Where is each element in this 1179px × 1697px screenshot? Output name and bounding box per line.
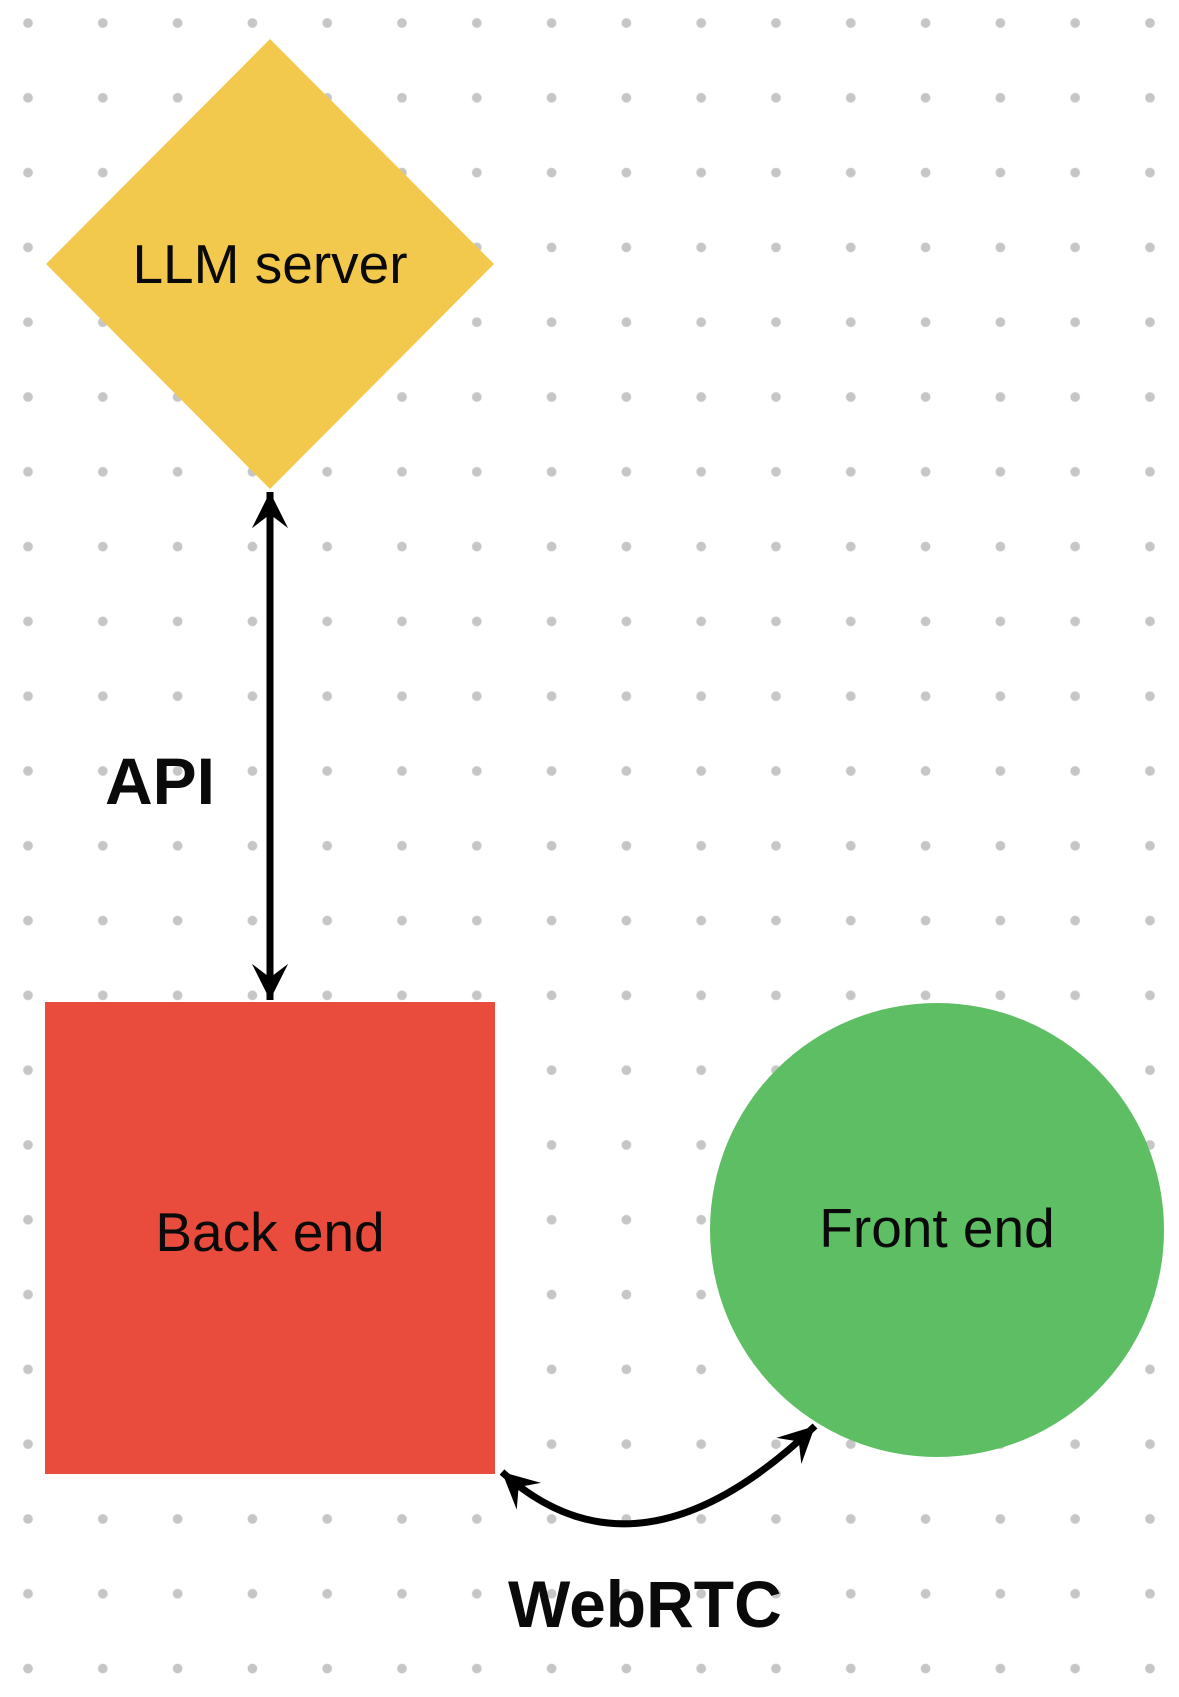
- node-back-end-square[interactable]: [45, 1002, 495, 1474]
- edge-webrtc-arrow[interactable]: [499, 1423, 818, 1528]
- node-front-end-label: Front end: [819, 1197, 1055, 1259]
- node-llm-server-diamond[interactable]: [46, 39, 494, 489]
- edge-api-label: API: [105, 744, 216, 818]
- node-back-end-label: Back end: [155, 1201, 385, 1263]
- node-llm-server-label: LLM server: [132, 233, 408, 295]
- edge-webrtc-label: WebRTC: [508, 1567, 782, 1641]
- node-front-end-circle[interactable]: [710, 1003, 1164, 1457]
